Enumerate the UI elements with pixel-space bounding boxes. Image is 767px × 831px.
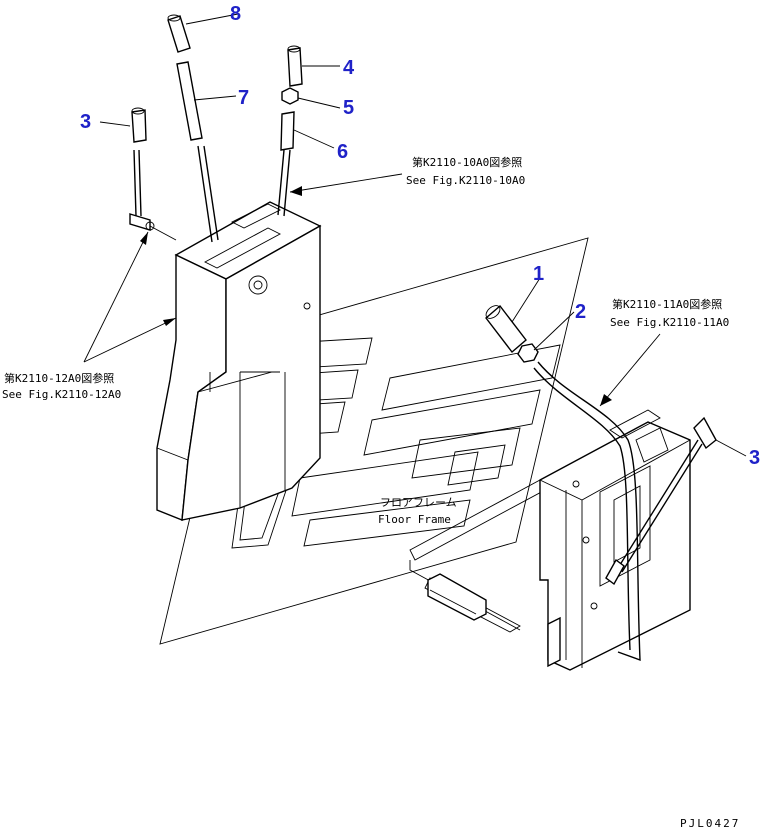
lever-rod-7 [176,61,219,243]
callout-1: 1 [533,263,544,285]
lever-3-left [129,107,177,241]
curved-lever [533,361,641,662]
ref-12a0-jp: 第K2110-12A0図参照 [4,371,114,385]
callout-7: 7 [238,87,249,109]
lever-3-right [605,416,717,586]
callout-3-left: 3 [80,111,91,133]
callout-8: 8 [230,3,241,25]
floor-frame-label-en: Floor Frame [378,513,451,526]
floor-frame-assembly [409,409,691,671]
left-control-console [156,201,322,521]
drawing-code: PJL0427 [680,817,740,830]
leader-lines [83,13,747,457]
reference-texts: 第K2110-10A0図参照 See Fig.K2110-10A0 第K2110… [2,155,740,830]
grip-1 [485,304,527,354]
callout-3-right: 3 [749,447,760,469]
grip-4 [287,45,303,87]
ref-11a0-jp: 第K2110-11A0図参照 [612,297,722,311]
grip-8 [167,14,191,53]
callout-5: 5 [343,97,354,119]
callout-numbers: 8 7 4 5 6 3 1 2 3 [80,3,760,469]
callout-4: 4 [343,57,355,79]
nut-5 [281,87,299,105]
ref-10a0-jp: 第K2110-10A0図参照 [412,155,522,169]
ref-10a0-en: See Fig.K2110-10A0 [406,174,525,187]
ref-12a0-en: See Fig.K2110-12A0 [2,388,121,401]
callout-2: 2 [575,301,586,323]
nut-2 [517,343,539,363]
floor-frame-label-jp: フロアフレーム [380,496,457,509]
ref-11a0-en: See Fig.K2110-11A0 [610,316,729,329]
callout-6: 6 [337,141,348,163]
lever-rod-6 [277,111,295,217]
